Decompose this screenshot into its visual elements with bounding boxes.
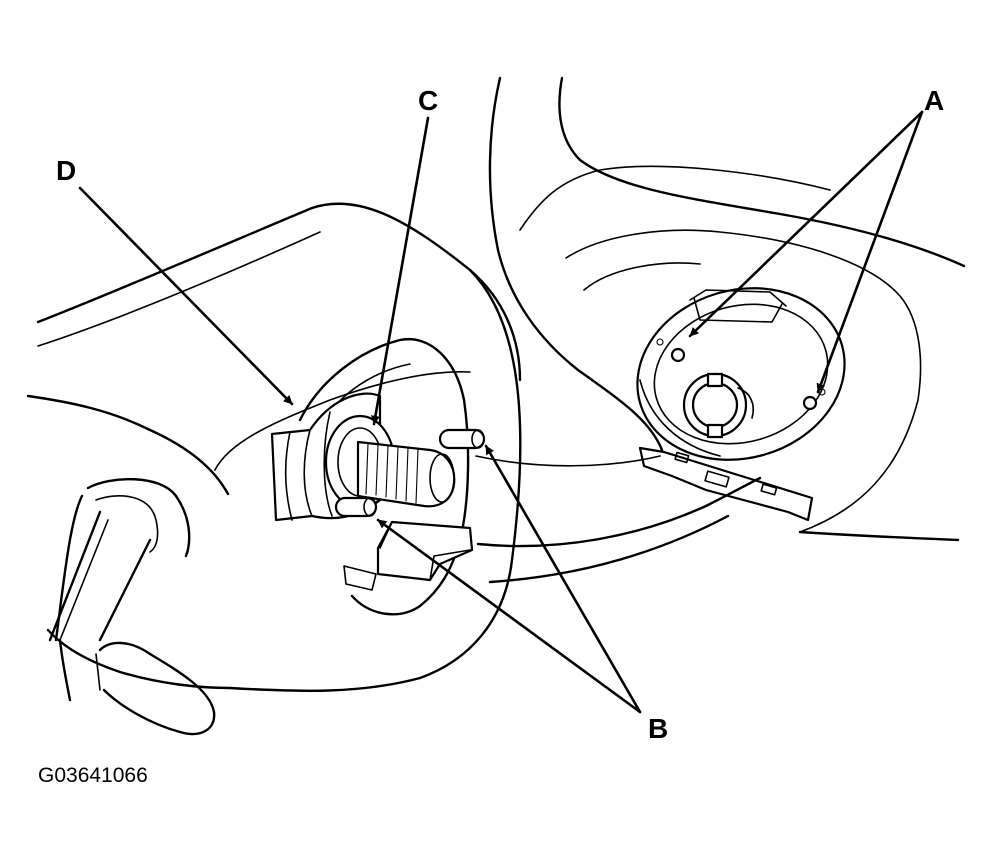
guide-pin-lower: [334, 496, 378, 518]
leader-d: [78, 186, 294, 406]
leader-lines: [78, 110, 924, 714]
lower-knob: [58, 638, 216, 736]
figure-id: G03641066: [38, 764, 148, 787]
lower-connector: [343, 520, 474, 591]
column-housing: [488, 76, 966, 542]
ribbon-cable: [475, 455, 762, 584]
callout-b: B: [648, 713, 668, 744]
leader-c: [371, 116, 430, 426]
guide-hole-left: [670, 347, 686, 363]
callout-d: D: [56, 155, 76, 186]
steering-shaft: [356, 440, 456, 508]
shroud-outline: [26, 202, 522, 692]
connector-tab: [638, 446, 814, 522]
leader-a-right: [816, 110, 924, 394]
leader-b-upper: [484, 444, 642, 714]
callout-c: C: [418, 85, 438, 116]
leader-b-lower: [376, 518, 642, 714]
callout-a: A: [924, 85, 944, 116]
guide-pin-upper: [438, 428, 486, 450]
leader-a-left: [688, 110, 924, 338]
combination-switch-lever: [48, 477, 191, 642]
guide-hole-right: [802, 395, 818, 411]
clock-spring-housing: [636, 287, 846, 461]
steering-shaft-socket: [682, 372, 754, 439]
